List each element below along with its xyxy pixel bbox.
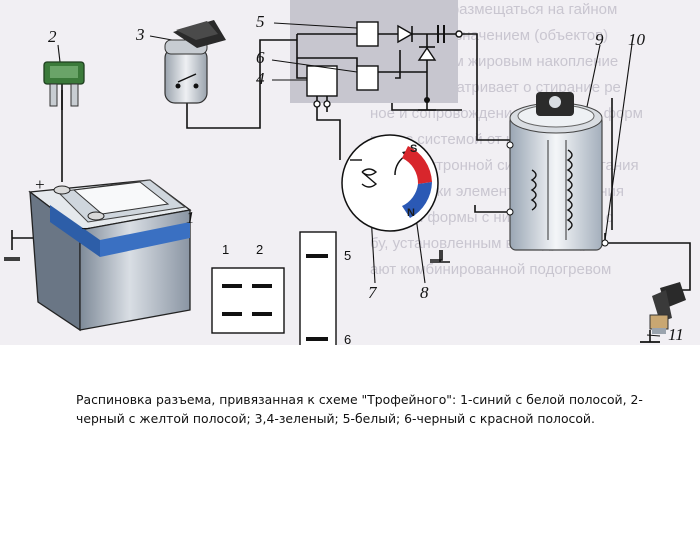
ground-symbol-sensor	[430, 250, 450, 263]
pin-1-label: 1	[222, 242, 229, 257]
label-1: 1	[186, 208, 195, 227]
label-9: 9	[595, 30, 604, 49]
magnet-north-label: N	[407, 207, 415, 219]
label-10: 10	[628, 30, 646, 49]
ignition-coil	[506, 92, 609, 251]
pin-4-label: 4	[258, 342, 265, 345]
pin-5-label: 5	[344, 248, 351, 263]
label-5: 5	[256, 12, 265, 31]
spark-plug	[649, 282, 686, 334]
box-6	[356, 65, 379, 91]
junction-dot	[424, 97, 430, 103]
background-text-line: ают комбинированной подогревом	[370, 261, 611, 278]
battery-minus-sign: −	[80, 219, 91, 238]
pinout-caption: Распиновка разъема, привязанная к схеме …	[76, 392, 643, 426]
label-4: 4	[256, 69, 265, 88]
battery	[28, 179, 192, 332]
diode-symbol	[397, 24, 414, 44]
label-11: 11	[668, 325, 684, 344]
label-8: 8	[420, 283, 429, 302]
fuse	[43, 61, 85, 107]
ground-symbol-left	[4, 237, 36, 261]
diagram-svg: ей и может размещаться на гайномрованным…	[4, 0, 691, 345]
pin-3-label: 3	[218, 342, 225, 345]
terminal-dot	[455, 30, 463, 38]
box-5	[356, 21, 379, 47]
magnet-south-label: S	[410, 143, 417, 155]
hall-sensor	[341, 134, 439, 232]
zener-diode-symbol	[417, 46, 437, 61]
battery-plus-sign: +	[34, 175, 45, 194]
connector-2pin	[299, 231, 337, 345]
pin-6-label: 6	[344, 332, 351, 345]
label-2: 2	[48, 27, 57, 46]
label-7: 7	[368, 283, 378, 302]
pin-2-label: 2	[256, 242, 263, 257]
ignition-switch	[164, 20, 226, 104]
label-3: 3	[135, 25, 145, 44]
connector-4pin	[211, 267, 285, 334]
label-6: 6	[256, 48, 265, 67]
capacitor-symbol	[437, 25, 445, 43]
box-4	[306, 65, 338, 97]
